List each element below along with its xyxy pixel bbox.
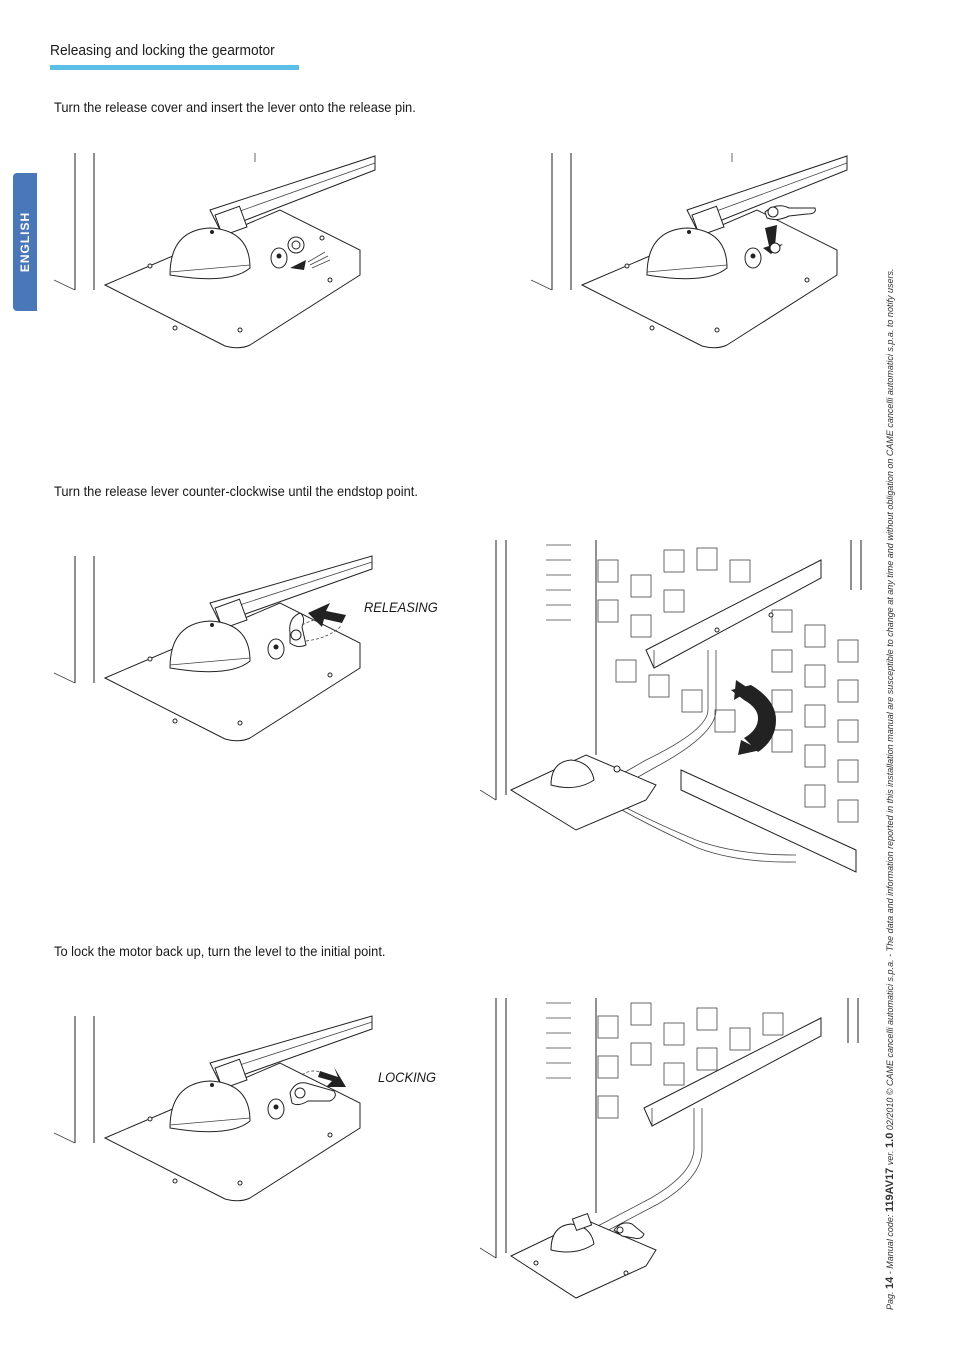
footer-manual-code-label: - Manual code:	[885, 1214, 895, 1275]
caption-locking: LOCKING	[378, 1069, 436, 1085]
footer-manual-code: 119AV17	[884, 1167, 896, 1213]
step-1-text: Turn the release cover and insert the le…	[54, 99, 416, 115]
footer-copyright: © CAME cancelli automatici s.p.a. - The …	[885, 268, 895, 1096]
illustration-releasing	[50, 553, 380, 748]
illustration-gate-overview-releasing	[476, 540, 866, 890]
illustration-locking	[50, 1013, 380, 1208]
footer-date: 02/2010	[885, 1097, 895, 1131]
footer-page-number: 14	[884, 1276, 896, 1289]
footer-version: 1.0	[884, 1132, 896, 1148]
illustration-gate-overview-locked	[476, 998, 866, 1318]
caption-releasing: RELEASING	[364, 599, 438, 615]
footer-note: Pag. 14 - Manual code: 119AV17 ver. 1.0 …	[884, 269, 896, 1310]
section-title: Releasing and locking the gearmotor	[50, 42, 275, 59]
illustration-insert-lever	[527, 150, 857, 355]
title-underline	[50, 65, 299, 70]
language-tab-label: ENGLISH	[18, 211, 32, 273]
step-2-text: Turn the release lever counter-clockwise…	[54, 483, 418, 499]
step-3-text: To lock the motor back up, turn the leve…	[54, 943, 386, 959]
language-tab: ENGLISH	[13, 173, 37, 311]
illustration-release-cover	[50, 150, 380, 355]
footer-page-label: Pag.	[885, 1291, 895, 1310]
footer-version-label: ver.	[885, 1150, 895, 1166]
